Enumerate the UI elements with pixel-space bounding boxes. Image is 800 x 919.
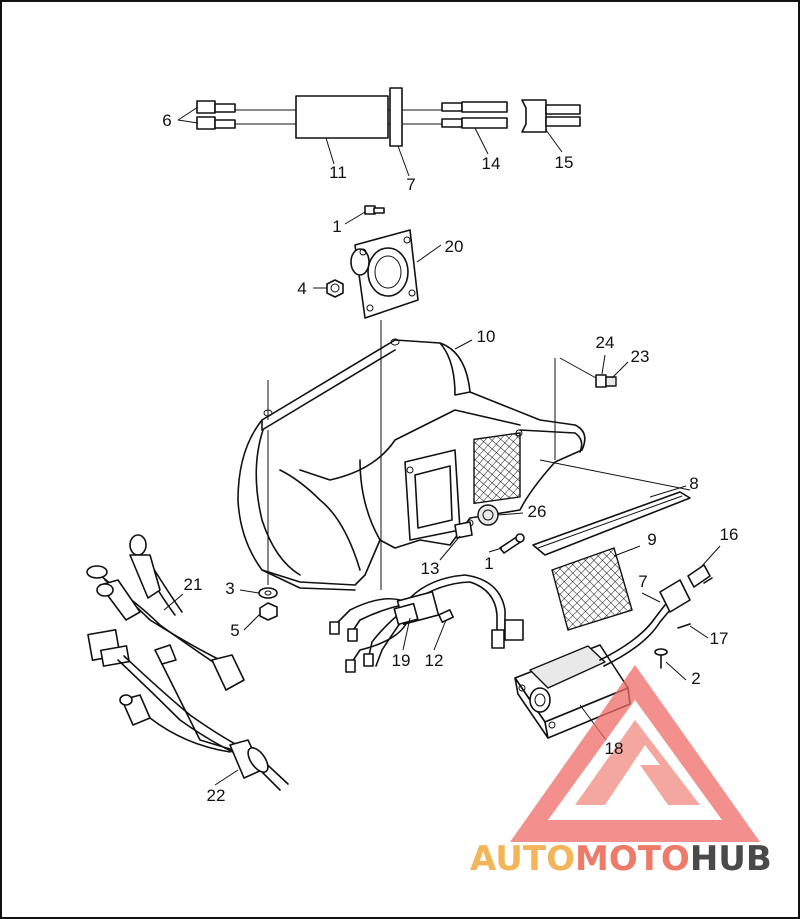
- harness-22: [87, 628, 289, 791]
- grommet-7: [389, 87, 403, 147]
- sleeve-11: [295, 95, 389, 139]
- watermark: [510, 665, 760, 842]
- module-18: [514, 604, 671, 739]
- callout-24: 24: [596, 333, 615, 352]
- watermark-moto: MOTO: [575, 839, 690, 879]
- part-16: [687, 564, 711, 588]
- callout-12: 12: [425, 651, 444, 670]
- callout-18: 18: [605, 739, 624, 758]
- watermark-text: AUTOMOTOHUB: [470, 839, 772, 879]
- nut-4: [326, 279, 344, 298]
- leader-lines: [163, 106, 721, 786]
- callout-16: 16: [720, 525, 739, 544]
- watermark-triangle-outer: [510, 665, 760, 842]
- callout-19: 19: [392, 651, 411, 670]
- nut-5: [259, 602, 278, 621]
- callout-15: 15: [555, 153, 574, 172]
- callout-22: 22: [207, 786, 226, 805]
- filter-9: [551, 547, 633, 631]
- fitting-24-23: [595, 374, 617, 388]
- top-harness: [196, 87, 581, 147]
- callout-21: 21: [184, 575, 203, 594]
- callout-7: 7: [406, 175, 415, 194]
- watermark-hub: HUB: [690, 839, 772, 879]
- knob-26: [477, 504, 499, 526]
- callout-6: 6: [162, 111, 171, 130]
- callout-13: 13: [421, 559, 440, 578]
- callout-10: 10: [477, 327, 496, 346]
- housing-10: [237, 338, 586, 591]
- callout-4: 4: [297, 279, 306, 298]
- harness-21: [86, 534, 245, 691]
- callout-23: 23: [631, 347, 650, 366]
- terminal-14b: [461, 117, 508, 129]
- switch-assembly-19: [329, 574, 524, 673]
- connector-15: [521, 99, 547, 133]
- pin-17: [677, 623, 691, 629]
- callout-8: 8: [689, 474, 698, 493]
- callout-9: 9: [647, 530, 656, 549]
- pin-16: [703, 577, 713, 584]
- watermark-triangle-inner: [575, 720, 700, 805]
- callout-5: 5: [230, 621, 239, 640]
- adapter-plate-20: [350, 229, 419, 319]
- callout-14: 14: [482, 154, 501, 173]
- terminal-6b: [196, 116, 216, 130]
- screw-2: [654, 648, 668, 669]
- callout-20: 20: [445, 237, 464, 256]
- callout-17: 17: [710, 629, 729, 648]
- callout-1: 1: [484, 554, 493, 573]
- connector-7-lower: [659, 579, 691, 613]
- watermark-auto: AUTO: [470, 839, 575, 879]
- connector-12: [438, 609, 454, 623]
- screw-1-top: [364, 205, 385, 215]
- callout-11: 11: [329, 163, 347, 182]
- callout-7: 7: [638, 572, 647, 591]
- terminal-14a: [461, 101, 508, 113]
- callout-26: 26: [528, 502, 547, 521]
- callout-1: 1: [332, 217, 341, 236]
- washer-3: [258, 587, 278, 599]
- callout-3: 3: [225, 579, 234, 598]
- terminal-6a: [196, 100, 216, 114]
- callout-2: 2: [691, 669, 700, 688]
- screw-1-lower: [499, 533, 525, 554]
- bracket-13: [454, 521, 473, 539]
